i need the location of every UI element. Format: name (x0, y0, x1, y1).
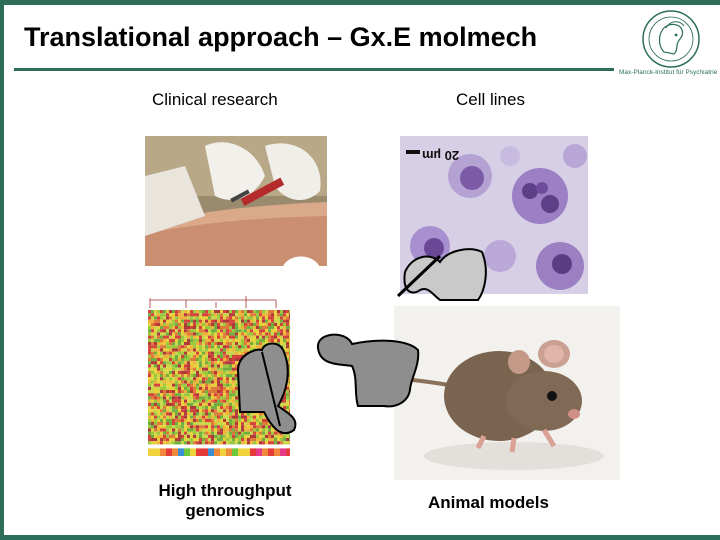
label-clinical-research: Clinical research (152, 90, 278, 109)
left-border (0, 0, 4, 540)
connector-center-shape (317, 333, 420, 408)
logo-caption: Max-Planck-Institut für Psychiatrie (619, 69, 718, 76)
connector-cells-shape (403, 248, 487, 301)
top-border (0, 0, 720, 5)
animal-model-image (394, 306, 620, 480)
connector-cells-line (396, 254, 442, 298)
slide-title: Translational approach – Gx.E molmech (24, 22, 538, 52)
label-genomics-line2: genomics (185, 501, 265, 520)
connector-genomics-shape (236, 342, 297, 435)
label-genomics-line1: High throughput (158, 481, 292, 500)
connector-genomics-line (261, 351, 281, 427)
connector-clinical-notch (281, 256, 321, 271)
bottom-border (0, 535, 720, 540)
minerva-logo-icon (628, 8, 714, 84)
label-high-throughput-genomics: High throughput genomics (145, 481, 305, 521)
label-animal-models: Animal models (428, 493, 549, 512)
label-cell-lines: Cell lines (456, 90, 525, 109)
clinical-research-image (145, 136, 327, 266)
title-underline (14, 68, 614, 71)
